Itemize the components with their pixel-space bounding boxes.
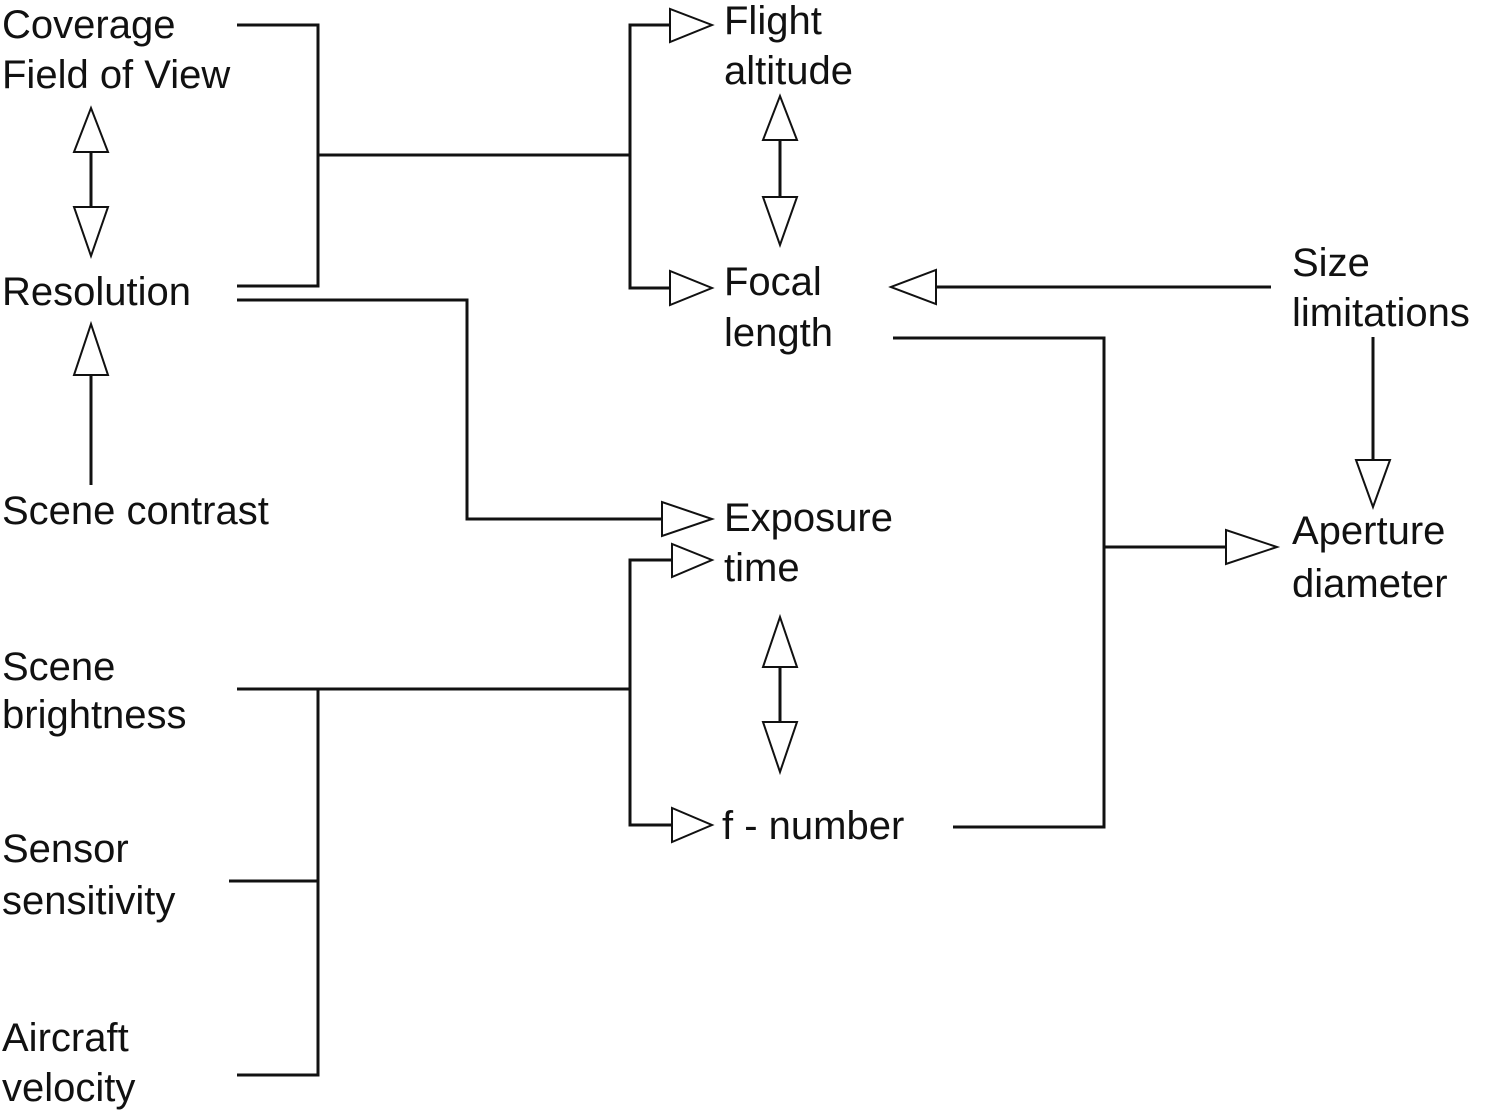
coverage-bracket	[237, 23, 320, 288]
node-sensor-sensitivity: Sensor sensitivity	[2, 827, 175, 923]
node-scene-contrast-line-1: Scene contrast	[2, 489, 269, 533]
arrowhead-to-aperture-diameter	[1225, 528, 1281, 566]
node-exposure-time-line-1: Exposure	[724, 496, 893, 540]
arrowhead-up-flight-altitude	[761, 93, 799, 141]
node-resolution-line-1: Resolution	[2, 270, 191, 314]
node-flight-altitude-line-2: altitude	[724, 49, 853, 93]
arrowhead-up-resolution	[72, 320, 110, 376]
node-aircraft-velocity-line-2: velocity	[2, 1066, 135, 1110]
altitude-focal-split	[628, 23, 672, 290]
aperture-bracket	[893, 336, 1106, 829]
node-scene-contrast: Scene contrast	[2, 489, 269, 533]
exposure-fnumber-split	[628, 558, 672, 827]
arrowhead-down-resolution	[72, 206, 110, 260]
node-aperture-diameter-line-2: diameter	[1292, 562, 1448, 606]
node-flight-altitude: Flight altitude	[724, 0, 853, 93]
arrowhead-to-exposure-time-lower	[671, 542, 715, 579]
node-exposure-time: Exposure time	[724, 496, 904, 590]
node-resolution: Resolution	[2, 270, 191, 314]
node-coverage: Coverage Field of View	[2, 3, 230, 97]
node-scene-brightness-line-2: brightness	[2, 693, 187, 737]
node-aircraft-velocity-line-1: Aircraft	[2, 1016, 129, 1060]
arrowhead-down-aperture	[1354, 459, 1392, 510]
node-sensor-sensitivity-line-1: Sensor	[2, 827, 129, 871]
node-flight-altitude-line-1: Flight	[724, 0, 822, 43]
node-coverage-line-2: Field of View	[2, 53, 230, 97]
node-size-limitations: Size limitations	[1292, 241, 1470, 335]
arrowhead-down-f-number	[761, 721, 799, 776]
node-sensor-sensitivity-line-2: sensitivity	[2, 879, 175, 923]
node-coverage-line-1: Coverage	[2, 3, 175, 47]
node-f-number: f - number	[722, 804, 904, 848]
node-scene-brightness: Scene brightness	[2, 645, 187, 737]
arrowhead-up-coverage	[72, 105, 110, 153]
node-focal-length: Focal length	[724, 260, 833, 355]
arrowhead-left-focal-length	[888, 268, 937, 306]
arrowhead-up-exposure-time	[761, 613, 799, 668]
arrowhead-down-focal-length	[761, 196, 799, 248]
arrowhead-to-f-number	[671, 806, 715, 844]
node-aperture-diameter: Aperture diameter	[1292, 509, 1457, 606]
node-exposure-time-line-2: time	[724, 546, 800, 590]
connector-lines	[89, 23, 1375, 1077]
node-size-limitations-line-2: limitations	[1292, 291, 1470, 335]
node-focal-length-line-2: length	[724, 311, 833, 355]
node-scene-brightness-line-1: Scene	[2, 645, 115, 689]
node-focal-length-line-1: Focal	[724, 260, 822, 304]
arrowhead-to-exposure-time	[661, 500, 716, 538]
arrowheads	[72, 7, 1392, 844]
node-aperture-diameter-line-1: Aperture	[1292, 509, 1445, 553]
node-f-number-line-1: f - number	[722, 804, 904, 848]
arrowhead-to-flight-altitude	[669, 7, 715, 44]
node-size-limitations-line-1: Size	[1292, 241, 1370, 285]
node-aircraft-velocity: Aircraft velocity	[2, 1016, 140, 1110]
resolution-to-exposure-line	[237, 298, 662, 521]
arrowhead-to-focal-length	[669, 269, 715, 307]
